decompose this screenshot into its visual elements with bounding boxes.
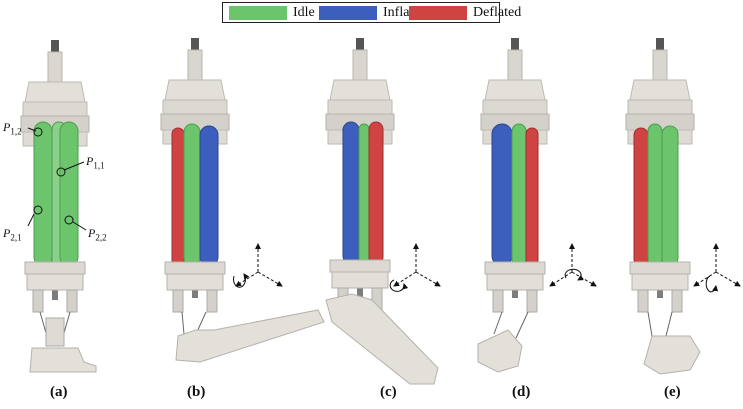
legend-swatch-inflated xyxy=(319,6,377,20)
point-p22-marker xyxy=(64,215,74,225)
panel-label-a: (a) xyxy=(50,384,68,400)
legend-label-idle: Idle xyxy=(293,5,315,20)
panel-label-e: (e) xyxy=(664,384,681,400)
panel-b-leg xyxy=(160,37,325,363)
panel-label-c: (c) xyxy=(380,384,397,400)
point-p12-marker xyxy=(33,127,43,137)
legend-swatch-deflated xyxy=(409,6,467,20)
point-label-p11: P1,1 xyxy=(86,154,105,171)
panel-label-b: (b) xyxy=(187,384,206,400)
panel-d-leg xyxy=(477,37,596,373)
point-label-p22: P2,2 xyxy=(88,226,107,243)
point-p21-marker xyxy=(33,205,43,215)
point-label-p21: P2,1 xyxy=(3,226,22,243)
point-p11-marker xyxy=(56,167,66,177)
legend-label-deflated: Deflated xyxy=(473,5,522,20)
panel-label-d: (d) xyxy=(512,384,531,400)
point-label-p12: P1,2 xyxy=(3,120,22,137)
legend-swatch-idle xyxy=(229,6,287,20)
panel-a-leg xyxy=(20,39,97,373)
panel-e-leg xyxy=(625,37,740,375)
legend: Idle Inflated Deflated xyxy=(222,2,521,23)
panel-c-leg xyxy=(325,37,440,385)
